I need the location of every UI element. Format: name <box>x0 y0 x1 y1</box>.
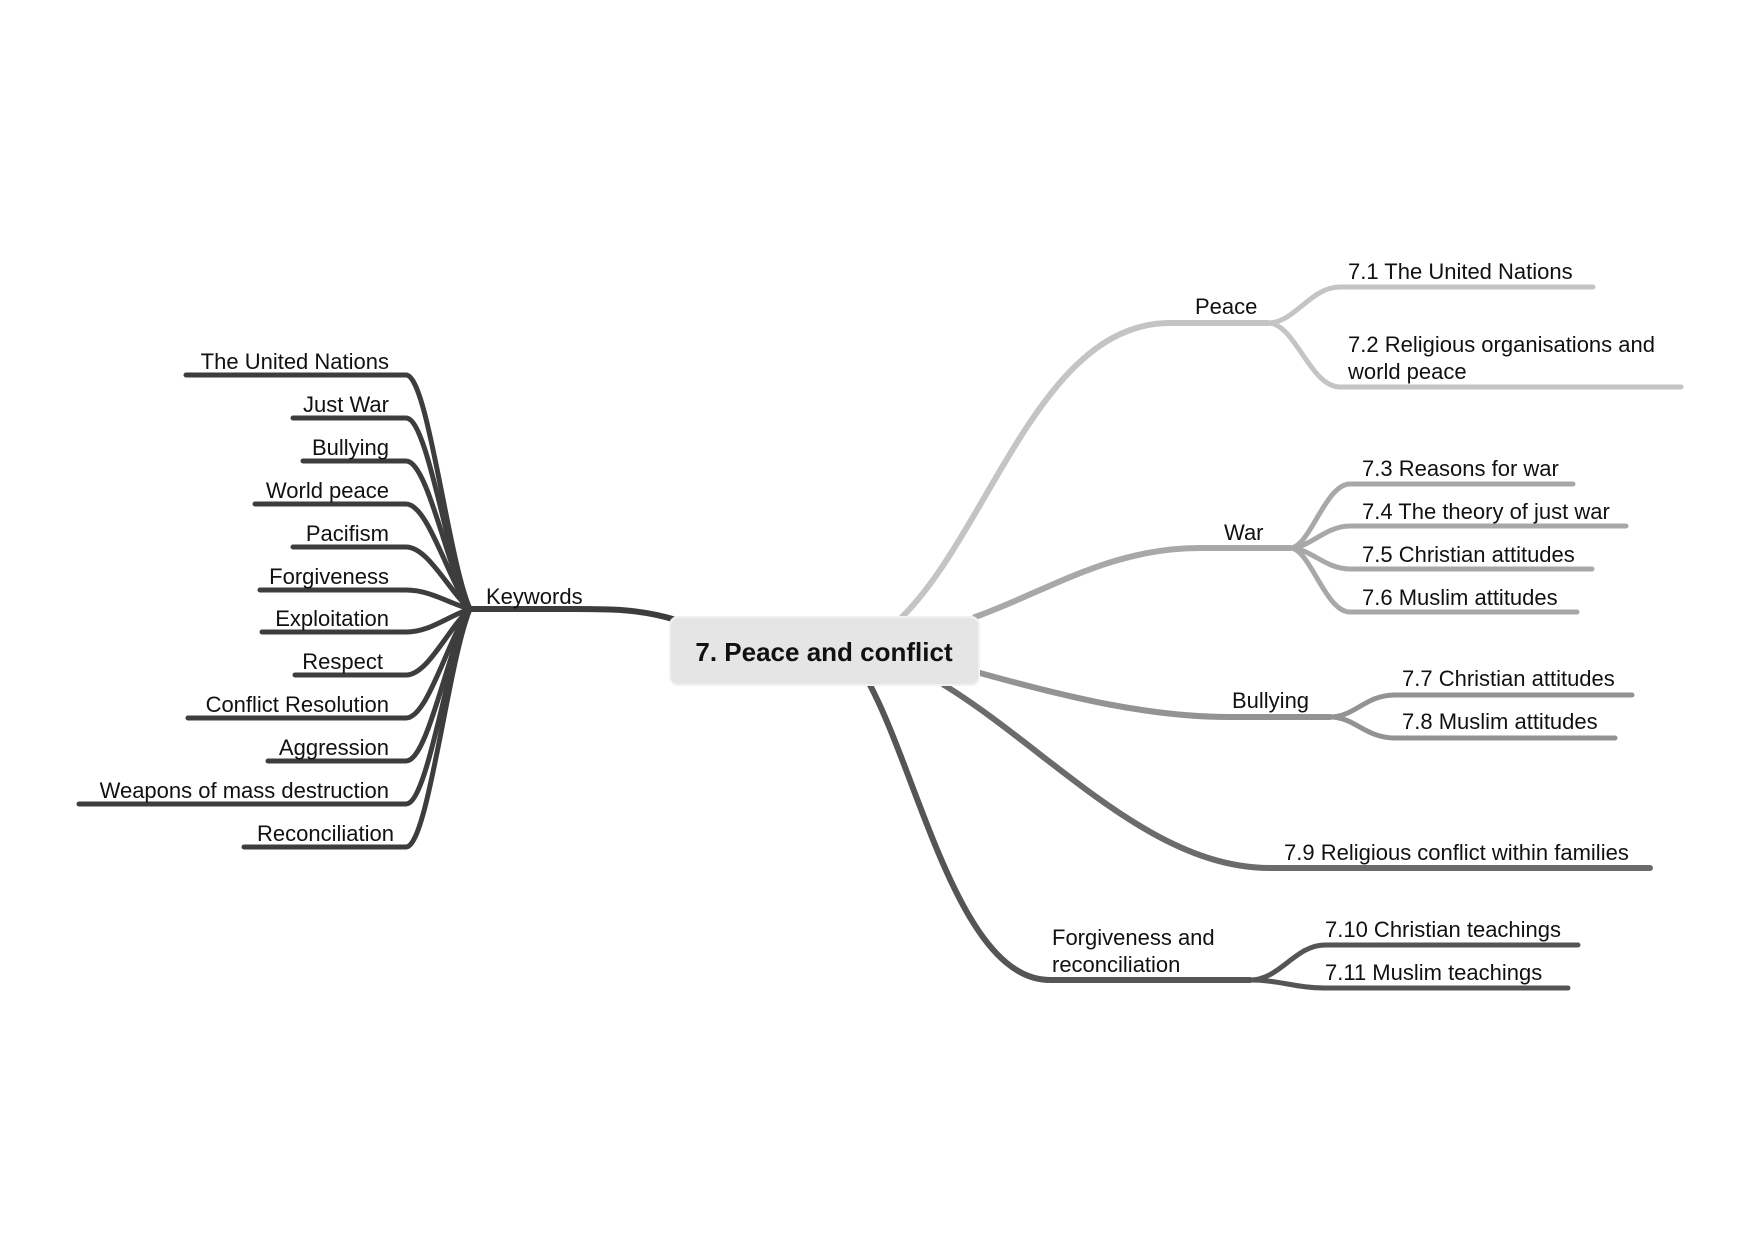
forgiveness-branch: Forgiveness and reconciliation 7.10 Chri… <box>867 682 1581 991</box>
keywords-label: Keywords <box>486 584 583 609</box>
keyword-9: Conflict Resolution <box>206 692 389 717</box>
keyword-line-7 <box>259 606 473 635</box>
keyword-7: Exploitation <box>275 606 389 631</box>
families-connector <box>941 682 1653 871</box>
keyword-3: Bullying <box>312 435 389 460</box>
keywords-branch: Keywords The United Nations Just War Bul… <box>76 349 679 850</box>
keyword-line-12 <box>241 606 473 850</box>
keyword-10: Aggression <box>279 735 389 760</box>
war-item-3: 7.5 Christian attitudes <box>1362 542 1575 567</box>
bullying-sub-line-2 <box>1327 714 1618 741</box>
bullying-item-2: 7.8 Muslim attitudes <box>1402 709 1598 734</box>
forgiveness-item-2: 7.11 Muslim teachings <box>1325 960 1542 985</box>
forgiveness-label-line-1: Forgiveness and <box>1052 925 1215 950</box>
war-branch: War 7.3 Reasons for war 7.4 The theory o… <box>972 456 1629 620</box>
keyword-6: Forgiveness <box>269 564 389 589</box>
peace-item-1: 7.1 The United Nations <box>1348 259 1573 284</box>
war-sub-lines <box>1287 481 1629 615</box>
peace-sub-line-1 <box>1265 284 1596 326</box>
peace-label: Peace <box>1195 294 1257 319</box>
families-label: 7.9 Religious conflict within families <box>1284 840 1629 865</box>
forgiveness-connector <box>867 682 1253 983</box>
keywords-connector <box>467 606 679 623</box>
war-connector <box>972 545 1293 620</box>
keyword-line-5 <box>290 544 473 612</box>
peace-branch: Peace 7.1 The United Nations 7.2 Religio… <box>899 259 1684 620</box>
war-item-2: 7.4 The theory of just war <box>1362 499 1610 524</box>
keyword-labels: The United Nations Just War Bullying Wor… <box>100 349 394 846</box>
war-label: War <box>1224 520 1264 545</box>
forgiveness-item-1: 7.10 Christian teachings <box>1325 917 1561 942</box>
central-topic-label: 7. Peace and conflict <box>695 637 953 667</box>
keyword-12: Reconciliation <box>257 821 394 846</box>
keyword-4: World peace <box>266 478 389 503</box>
keyword-1: The United Nations <box>201 349 389 374</box>
peace-sub-line-2 <box>1265 320 1684 390</box>
bullying-item-1: 7.7 Christian attitudes <box>1402 666 1615 691</box>
central-topic[interactable]: 7. Peace and conflict <box>669 616 980 686</box>
peace-item-2-line-2: world peace <box>1347 359 1467 384</box>
keyword-2: Just War <box>303 392 389 417</box>
war-item-4: 7.6 Muslim attitudes <box>1362 585 1558 610</box>
bullying-connector <box>977 670 1333 720</box>
forgiveness-label-line-2: reconciliation <box>1052 952 1180 977</box>
peace-item-2-line-1: 7.2 Religious organisations and <box>1348 332 1655 357</box>
war-item-1: 7.3 Reasons for war <box>1362 456 1559 481</box>
keyword-line-4 <box>252 501 473 612</box>
keyword-5: Pacifism <box>306 521 389 546</box>
bullying-label: Bullying <box>1232 688 1309 713</box>
keyword-11: Weapons of mass destruction <box>100 778 389 803</box>
peace-connector <box>899 320 1271 620</box>
keyword-line-6 <box>257 587 473 612</box>
war-sub-line-4 <box>1287 545 1580 615</box>
central-topic-box[interactable] <box>669 616 980 686</box>
bullying-branch: Bullying 7.7 Christian attitudes 7.8 Mus… <box>977 666 1635 741</box>
keyword-lines <box>76 372 473 850</box>
families-branch: 7.9 Religious conflict within families <box>941 682 1653 871</box>
forgiveness-sub-line-2 <box>1247 977 1571 991</box>
keyword-8: Respect <box>302 649 383 674</box>
